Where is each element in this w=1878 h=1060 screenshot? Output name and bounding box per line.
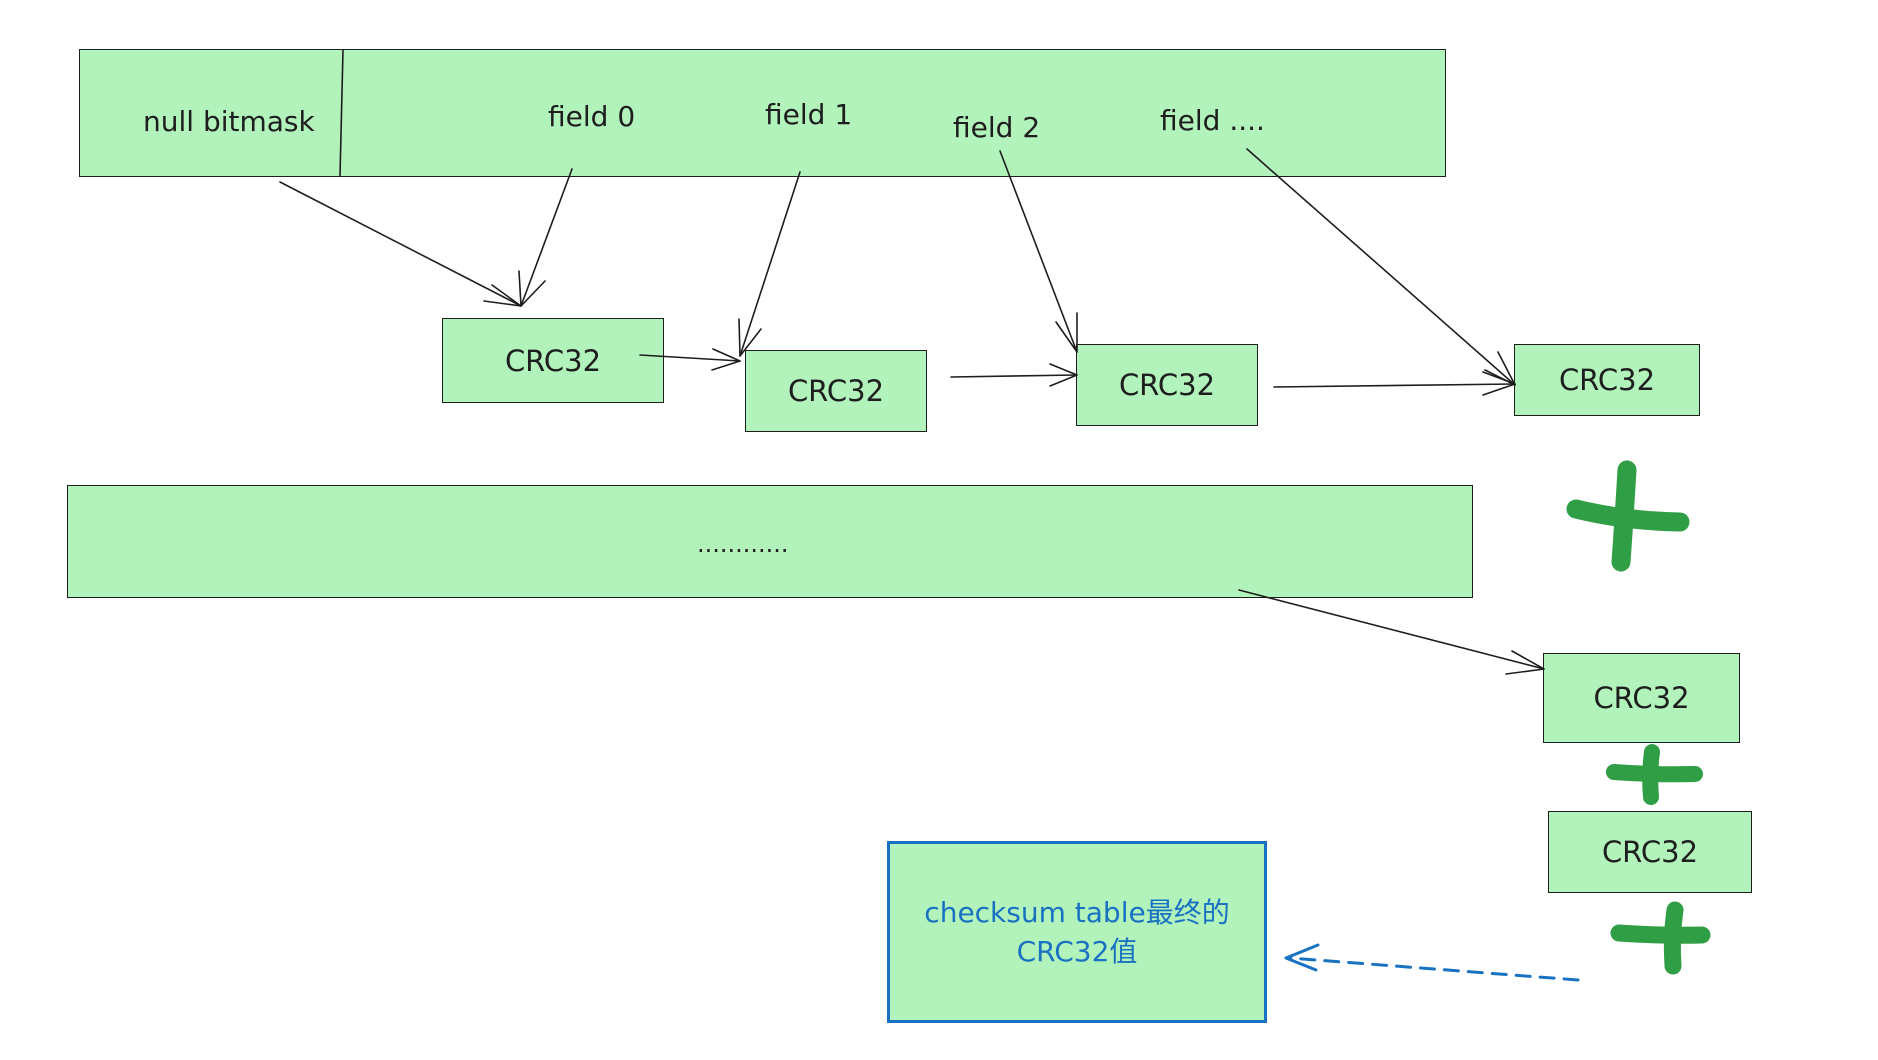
arrow-dashed-to-final [1284,943,1580,982]
field-2-label: field 2 [953,111,1041,144]
plus-icon-bottom [1610,901,1711,975]
final-checksum-box: checksum table最终的 CRC32值 [887,841,1267,1023]
plus-icon-large [1566,460,1690,572]
plus-icon-middle [1606,744,1703,805]
crc-box-1: CRC32 [442,318,664,403]
crc-box-5: CRC32 [1543,653,1740,743]
final-checksum-line1: checksum table最终的 [924,895,1230,929]
arrow-field1-to-crc2 [738,171,801,357]
crc-box-3: CRC32 [1076,344,1258,426]
field-0-label: field 0 [548,100,636,133]
final-checksum-line2: CRC32值 [1016,935,1138,968]
arrow-crc3-to-crc4 [1273,371,1516,396]
arrow-crc2-to-crc3 [950,363,1078,387]
crc-box-2: CRC32 [745,350,927,432]
field-more-label: field .... [1160,104,1265,137]
arrow-field0-to-crc1 [518,168,573,307]
crc-box-4: CRC32 [1514,344,1700,416]
ellipsis-row-box [67,485,1473,598]
null-bitmask-label: null bitmask [143,105,315,138]
arrow-ellipsis-to-crc5 [1238,589,1545,675]
row-record-box [79,49,1446,177]
ellipsis-label: ............ [697,530,789,558]
row-divider [339,49,344,177]
arrow-field2-to-crc3 [999,150,1078,353]
crc-box-6: CRC32 [1548,811,1752,893]
arrow-field-more-to-crc4 [1246,148,1516,386]
arrow-crc1-to-crc2 [639,348,741,371]
field-1-label: field 1 [765,98,853,131]
arrow-null-bitmask-to-crc1 [279,181,522,307]
